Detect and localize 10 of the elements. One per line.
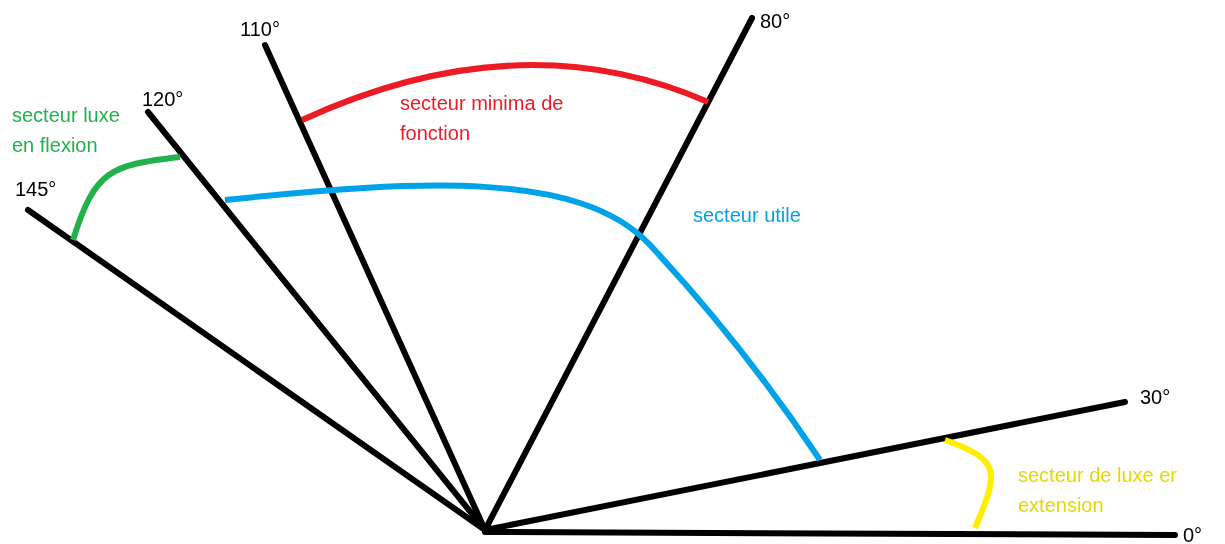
angle-label: 145°: [15, 177, 57, 202]
angle-label: 80°: [760, 9, 791, 34]
angle-label: 0°: [1183, 523, 1203, 544]
sector-label: secteur luxe en flexion: [12, 103, 121, 158]
angle-label: 30°: [1140, 385, 1171, 410]
sector-label: secteur utile: [693, 203, 801, 228]
sector-label: secteur de luxe er extension: [1018, 463, 1178, 518]
angle-label: 120°: [142, 87, 184, 112]
angle-label: 110°: [240, 17, 280, 42]
sector-label: secteur minima de fonction: [400, 91, 565, 146]
